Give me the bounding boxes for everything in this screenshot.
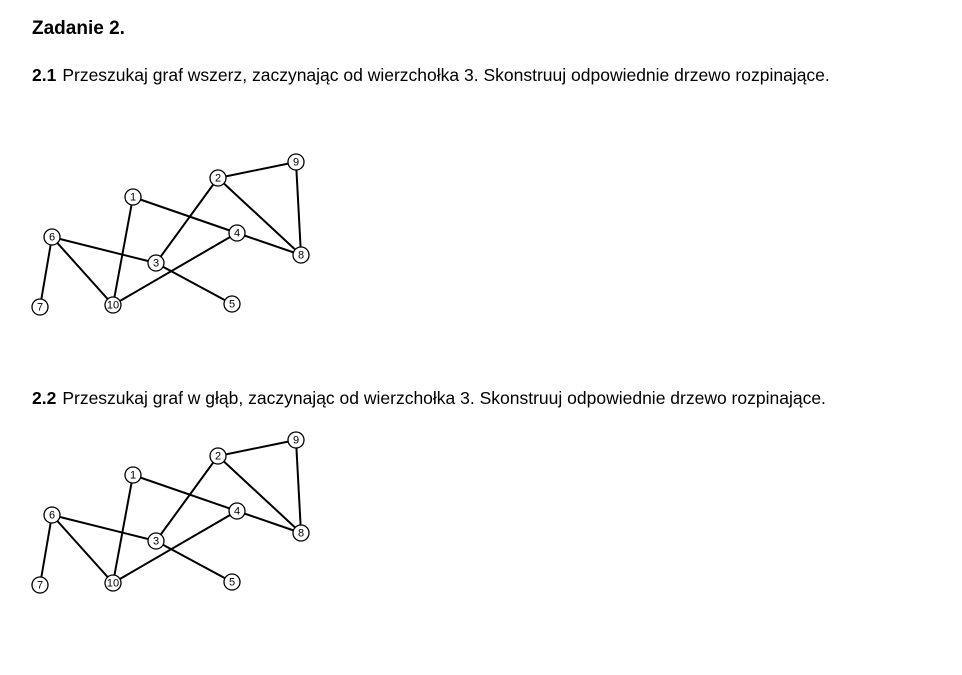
- edge-6-3: [51, 514, 157, 542]
- task-number: 2.1: [32, 65, 57, 85]
- vertex-circle: [223, 295, 241, 313]
- edge-1-10: [112, 196, 134, 306]
- task-text: Przeszukaj graf wszerz, zaczynając od wi…: [62, 65, 830, 85]
- vertex-label: 9: [293, 435, 299, 447]
- vertex-circle: [31, 576, 49, 594]
- vertex-label: 7: [37, 580, 43, 592]
- vertex-label: 7: [37, 302, 43, 314]
- edge-2-9: [217, 161, 297, 179]
- vertex-circle: [43, 228, 61, 246]
- vertex-label: 9: [293, 157, 299, 169]
- edge-4-10: [112, 510, 238, 584]
- vertex-1: 1: [124, 188, 142, 206]
- edge-3-5: [155, 540, 233, 583]
- edge-9-8: [295, 439, 302, 534]
- vertex-5: 5: [223, 295, 241, 313]
- edge-4-8: [236, 232, 302, 256]
- vertex-label: 4: [234, 228, 240, 240]
- vertex-3: 3: [147, 254, 165, 272]
- edge-2-8: [217, 455, 302, 534]
- vertex-label: 2: [215, 173, 221, 185]
- edge-2-9: [217, 439, 297, 457]
- vertex-1: 1: [124, 466, 142, 484]
- vertex-8: 8: [292, 246, 310, 264]
- vertex-2: 2: [209, 169, 227, 187]
- vertex-7: 7: [31, 298, 49, 316]
- vertex-circle: [292, 246, 310, 264]
- vertex-circle: [209, 169, 227, 187]
- task-number: 2.2: [32, 388, 57, 408]
- edge-1-4: [132, 474, 238, 512]
- vertex-label: 8: [298, 250, 304, 262]
- vertex-label: 10: [107, 300, 119, 312]
- vertex-label: 5: [229, 299, 235, 311]
- vertex-label: 1: [130, 470, 136, 482]
- edge-1-4: [132, 196, 238, 234]
- edge-2-3: [155, 177, 219, 264]
- vertex-circle: [287, 431, 305, 449]
- vertex-3: 3: [147, 532, 165, 550]
- graph-diagram-dfs: 1 2 3 4 5 6 7 8 9 10: [31, 431, 310, 594]
- vertex-6: 6: [43, 506, 61, 524]
- vertex-circle: [228, 224, 246, 242]
- vertex-circle: [223, 573, 241, 591]
- edge-3-5: [155, 262, 233, 305]
- vertex-circle: [124, 188, 142, 206]
- vertex-10: 10: [104, 296, 122, 314]
- vertex-10: 10: [104, 574, 122, 592]
- vertex-label: 4: [234, 506, 240, 518]
- edge-6-10: [51, 514, 114, 584]
- edge-6-3: [51, 236, 157, 264]
- graph-diagram-bfs: 1 2 3 4 5 6 7 8 9 10: [31, 153, 310, 316]
- vertex-6: 6: [43, 228, 61, 246]
- vertex-circle: [228, 502, 246, 520]
- vertex-9: 9: [287, 431, 305, 449]
- vertex-2: 2: [209, 447, 227, 465]
- vertex-circle: [43, 506, 61, 524]
- vertex-label: 2: [215, 451, 221, 463]
- vertex-5: 5: [223, 573, 241, 591]
- edge-4-8: [236, 510, 302, 534]
- edge-6-10: [51, 236, 114, 306]
- vertex-circle: [147, 532, 165, 550]
- vertex-4: 4: [228, 502, 246, 520]
- vertex-9: 9: [287, 153, 305, 171]
- vertex-circle: [124, 466, 142, 484]
- vertex-label: 6: [49, 232, 55, 244]
- vertex-circle: [292, 524, 310, 542]
- vertex-label: 3: [153, 258, 159, 270]
- vertex-circle: [104, 574, 122, 592]
- vertex-8: 8: [292, 524, 310, 542]
- vertex-label: 8: [298, 528, 304, 540]
- edge-6-7: [39, 236, 53, 308]
- vertex-circle: [287, 153, 305, 171]
- vertex-4: 4: [228, 224, 246, 242]
- edge-1-10: [112, 474, 134, 584]
- task-text: Przeszukaj graf w głąb, zaczynając od wi…: [62, 388, 826, 408]
- edge-2-3: [155, 455, 219, 542]
- task-heading: Zadanie 2.: [32, 18, 125, 39]
- vertex-circle: [104, 296, 122, 314]
- vertex-circle: [209, 447, 227, 465]
- vertex-label: 3: [153, 536, 159, 548]
- vertex-label: 10: [107, 578, 119, 590]
- vertex-circle: [31, 298, 49, 316]
- vertex-label: 5: [229, 577, 235, 589]
- vertex-label: 1: [130, 192, 136, 204]
- edge-2-8: [217, 177, 302, 256]
- edge-4-10: [112, 232, 238, 306]
- edge-9-8: [295, 161, 302, 256]
- vertex-circle: [147, 254, 165, 272]
- vertex-label: 6: [49, 510, 55, 522]
- edge-6-7: [39, 514, 53, 586]
- vertex-7: 7: [31, 576, 49, 594]
